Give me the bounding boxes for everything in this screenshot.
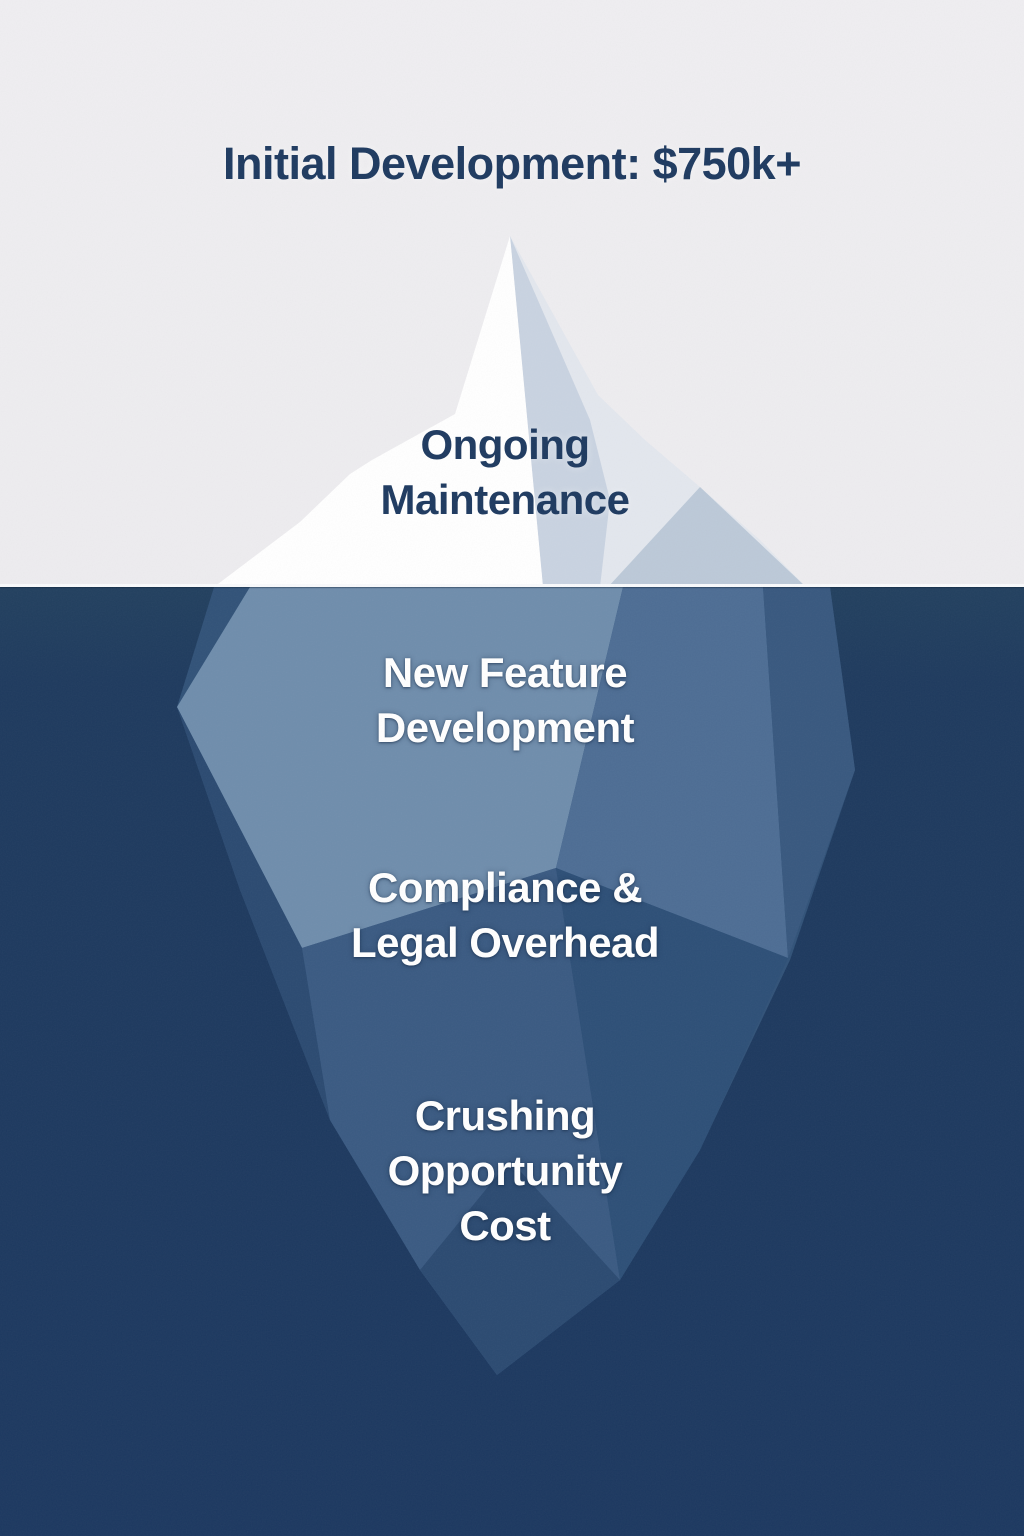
label-new-feature-development: New Feature Development bbox=[375, 649, 635, 751]
label-compliance-legal-overhead: Compliance & Legal Overhead bbox=[350, 864, 660, 966]
label-ongoing-maintenance: Ongoing Maintenance bbox=[380, 421, 630, 523]
label-crushing-opportunity-cost: Crushing Opportunity Cost bbox=[387, 1092, 623, 1249]
waterline bbox=[0, 584, 1024, 587]
title-text: Initial Development: $750k+ bbox=[223, 138, 801, 189]
iceberg-tip-white-facet bbox=[214, 236, 543, 587]
